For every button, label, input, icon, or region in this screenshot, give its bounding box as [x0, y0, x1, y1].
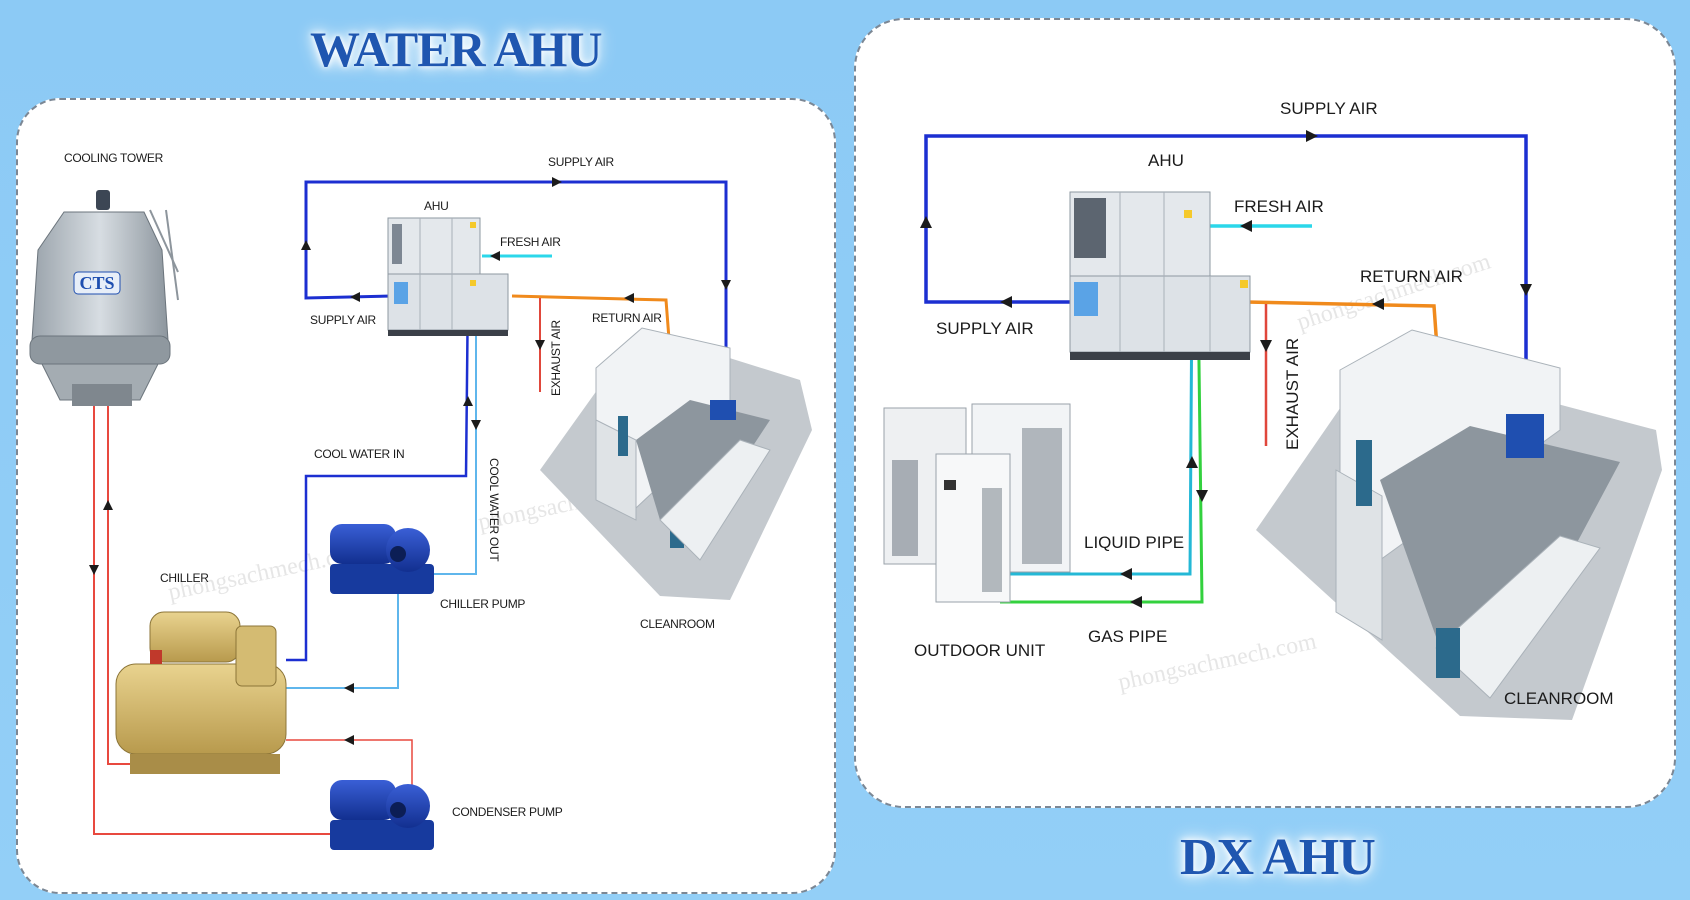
water-cool-water-out-line	[286, 284, 481, 693]
dx-label-supply-air-top: SUPPLY AIR	[1280, 99, 1378, 118]
chiller	[115, 611, 287, 774]
condenser-pump	[330, 780, 434, 850]
chiller-pump	[330, 524, 434, 594]
outdoor-units	[883, 403, 1071, 603]
label-ahu: AHU	[424, 199, 448, 213]
dx-label-cleanroom: CLEANROOM	[1504, 689, 1614, 708]
dx-gas-pipe	[1000, 283, 1208, 608]
label-supply-air-top: SUPPLY AIR	[548, 155, 615, 169]
dx-label-supply-air-left: SUPPLY AIR	[936, 319, 1034, 338]
label-return-air: RETURN AIR	[592, 311, 662, 325]
watermark: phongsachmech.com	[1294, 248, 1494, 335]
water-fresh-air-line	[482, 251, 552, 261]
cts-logo: CTS	[79, 273, 114, 293]
dx-liquid-pipe	[1000, 283, 1198, 580]
dx-ahu-unit	[1069, 191, 1251, 360]
label-chiller-pump: CHILLER PUMP	[440, 597, 525, 611]
dx-label-outdoor-unit: OUTDOOR UNIT	[914, 641, 1045, 660]
dx-label-return-air: RETURN AIR	[1360, 267, 1463, 286]
label-cooling-tower: COOLING TOWER	[64, 151, 164, 165]
dx-cleanroom	[1256, 329, 1662, 720]
water-cleanroom	[540, 327, 812, 600]
label-fresh-air: FRESH AIR	[500, 235, 561, 249]
water-ahu-unit	[387, 217, 509, 336]
dx-label-fresh-air: FRESH AIR	[1234, 197, 1324, 216]
dx-label-ahu: AHU	[1148, 151, 1184, 170]
dx-supply-air-loop	[920, 130, 1532, 418]
dx-exhaust-air-line	[1260, 304, 1272, 446]
water-cool-water-in-line	[286, 283, 473, 662]
label-supply-air-left: SUPPLY AIR	[310, 313, 377, 327]
cooling-tower	[29, 190, 179, 406]
water-ahu-title: WATER AHU	[310, 21, 603, 77]
label-chiller: CHILLER	[160, 571, 209, 585]
water-supply-air-loop	[301, 177, 731, 398]
label-exhaust-air: EXHAUST AIR	[549, 320, 563, 396]
label-cool-water-out: COOL WATER OUT	[487, 458, 501, 562]
label-cool-water-in: COOL WATER IN	[314, 447, 404, 461]
label-condenser-pump: CONDENSER PUMP	[452, 805, 563, 819]
dx-ahu-title: DX AHU	[1180, 829, 1376, 886]
water-exhaust-air-line	[535, 298, 545, 392]
label-cleanroom: CLEANROOM	[640, 617, 715, 631]
dx-label-gas-pipe: GAS PIPE	[1088, 627, 1167, 646]
dx-label-liquid-pipe: LIQUID PIPE	[1084, 533, 1184, 552]
dx-label-exhaust-air: EXHAUST AIR	[1283, 338, 1302, 450]
dx-fresh-air-line	[1208, 220, 1312, 232]
